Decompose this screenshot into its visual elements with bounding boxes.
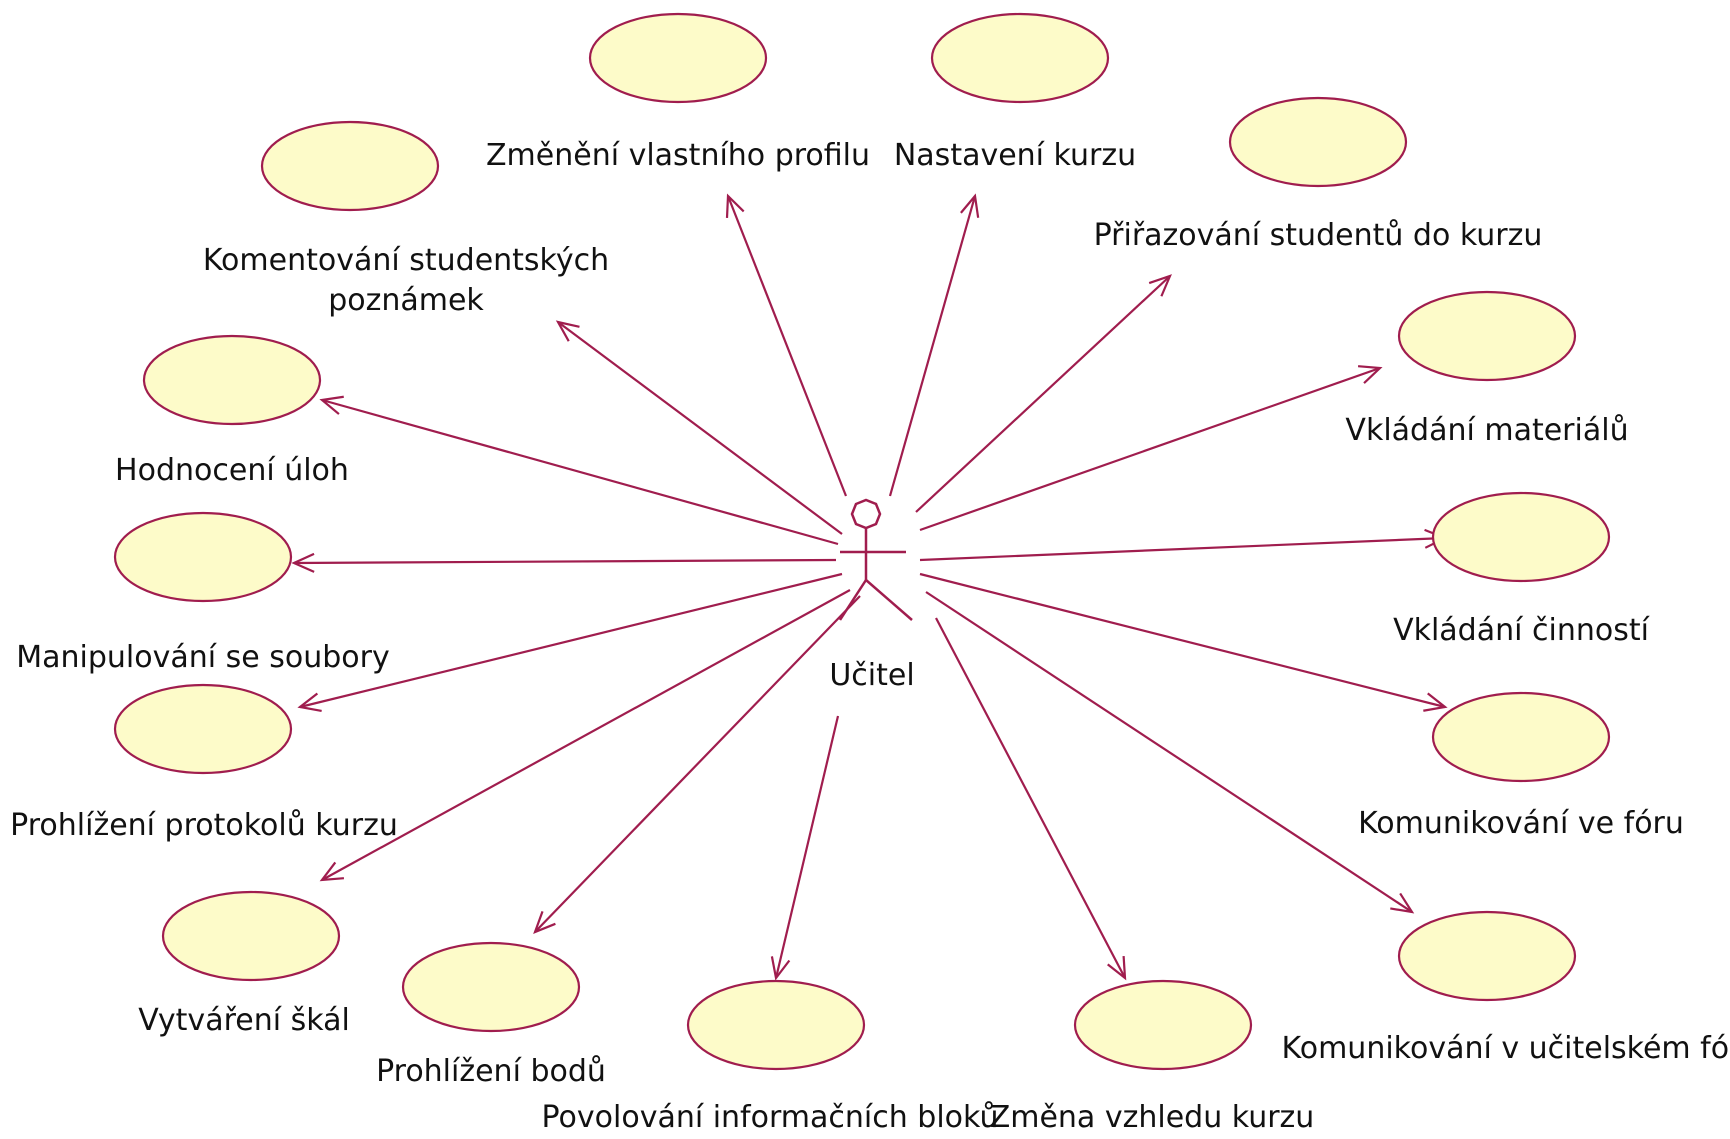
label-line: Vytváření škál xyxy=(138,1003,350,1038)
arrowhead-povolovani-bloku xyxy=(770,956,791,981)
use-case-prohlizeni-protokolu xyxy=(113,683,293,775)
use-case-labels: Změnění vlastního profilu Nastavení kurzu… xyxy=(10,138,1730,1135)
arrowhead-prohlizeni-bodu xyxy=(533,910,556,934)
association-zmeneni-vlastniho-profilu xyxy=(726,195,848,497)
use-case-prirazovani-studentu xyxy=(1228,96,1408,188)
actor-left-leg xyxy=(838,579,868,621)
use-case-povolovani-bloku xyxy=(686,979,866,1071)
association-vkladani-materialu xyxy=(919,366,1381,532)
use-case-manipulovani-se-soubory xyxy=(113,511,293,603)
label-prohlizeni-protokolu: Prohlížení protokolů kurzu xyxy=(10,808,398,843)
label-hodnoceni-uloh: Hodnocení úloh xyxy=(115,453,349,488)
use-case-komentovani-poznamek xyxy=(260,120,440,212)
association-komunikovani-ve-foru xyxy=(919,572,1446,709)
label-line: Prohlížení bodů xyxy=(376,1054,606,1089)
use-case-komunikovani-ucitelske-forum xyxy=(1397,910,1577,1002)
label-komentovani-poznamek: Komentování studentských poznámek xyxy=(203,243,609,318)
use-case-zmena-vzhledu xyxy=(1073,979,1253,1071)
arrowhead-zmeneni-vlastniho-profilu xyxy=(725,193,745,219)
label-line: Prohlížení protokolů kurzu xyxy=(10,808,398,843)
label-vkladani-materialu: Vkládání materiálů xyxy=(1345,413,1628,448)
arrowhead-komentovani-poznamek xyxy=(555,320,580,342)
label-line: Hodnocení úloh xyxy=(115,453,349,488)
label-line: Komentování studentských xyxy=(203,243,609,278)
association-manipulovani-se-soubory xyxy=(293,558,837,565)
label-nastaveni-kurzu: Nastavení kurzu xyxy=(894,138,1136,173)
association-hodnoceni-uloh xyxy=(321,398,839,546)
association-prirazovani-studentu xyxy=(915,275,1171,513)
arrowhead-prohlizeni-protokolu xyxy=(297,692,322,713)
arrowhead-komunikovani-ve-foru xyxy=(1423,692,1448,712)
label-povolovani-bloku: Povolování informačních bloků xyxy=(542,1100,999,1135)
actor-label: Učitel xyxy=(829,658,914,693)
use-case-vkladani-cinnosti xyxy=(1431,491,1611,583)
use-case-nastaveni-kurzu xyxy=(930,12,1110,104)
arrowhead-manipulovani-se-soubory xyxy=(291,552,315,573)
label-zmeneni-vlastniho-profilu: Změnění vlastního profilu xyxy=(486,138,870,173)
label-line: Nastavení kurzu xyxy=(894,138,1136,173)
association-prohlizeni-protokolu xyxy=(299,572,843,709)
association-komentovani-poznamek xyxy=(557,321,843,535)
arrowhead-zmena-vzhledu xyxy=(1107,955,1127,981)
association-nastaveni-kurzu xyxy=(888,195,977,497)
label-line: Povolování informačních bloků xyxy=(542,1100,999,1135)
label-line: Změnění vlastního profilu xyxy=(486,138,870,173)
association-vytvareni-skal xyxy=(321,589,851,881)
use-case-vkladani-materialu xyxy=(1397,290,1577,382)
label-line: Přiřazování studentů do kurzu xyxy=(1094,218,1543,253)
use-case-ellipses xyxy=(113,12,1611,1071)
association-zmena-vzhledu xyxy=(935,617,1126,979)
arrowhead-nastaveni-kurzu xyxy=(960,193,980,218)
label-prohlizeni-bodu: Prohlížení bodů xyxy=(376,1054,606,1089)
label-prirazovani-studentu: Přiřazování studentů do kurzu xyxy=(1094,218,1543,253)
label-zmena-vzhledu: Změna vzhledu kurzu xyxy=(990,1100,1315,1135)
association-komunikovani-ucitelske-forum xyxy=(925,591,1413,913)
arrowhead-hodnoceni-uloh xyxy=(319,395,344,415)
use-case-prohlizeni-bodu xyxy=(401,941,581,1033)
label-line: Změna vzhledu kurzu xyxy=(990,1100,1315,1135)
association-vkladani-cinnosti xyxy=(919,536,1446,562)
use-case-vytvareni-skal xyxy=(161,890,341,982)
actor-head xyxy=(850,498,882,530)
arrowhead-vytvareni-skal xyxy=(319,861,345,882)
label-line: Komunikování ve fóru xyxy=(1358,806,1684,841)
label-komunikovani-ve-foru: Komunikování ve fóru xyxy=(1358,806,1684,841)
label-line: Komunikování v učitelském fóru xyxy=(1282,1031,1730,1066)
actor-ucitel: Učitel xyxy=(829,498,915,693)
label-line: Manipulování se soubory xyxy=(16,640,390,675)
actor-right-leg xyxy=(865,579,913,621)
label-komunikovani-ucitelske-forum: Komunikování v učitelském fóru xyxy=(1282,1031,1730,1066)
label-vytvareni-skal: Vytváření škál xyxy=(138,1003,350,1038)
association-prohlizeni-bodu xyxy=(534,595,861,933)
label-line: Vkládání činností xyxy=(1393,613,1651,648)
label-manipulovani-se-soubory: Manipulování se soubory xyxy=(16,640,390,675)
label-vkladani-cinnosti: Vkládání činností xyxy=(1393,613,1651,648)
label-line: Vkládání materiálů xyxy=(1345,413,1628,448)
arrowhead-komunikovani-ucitelske-forum xyxy=(1390,892,1415,914)
arrowhead-prirazovani-studentu xyxy=(1148,274,1172,297)
arrowhead-vkladani-materialu xyxy=(1357,365,1383,384)
associations xyxy=(291,193,1448,981)
label-line: poznámek xyxy=(328,283,484,318)
use-case-hodnoceni-uloh xyxy=(142,334,322,426)
use-case-zmeneni-vlastniho-profilu xyxy=(588,12,768,104)
association-povolovani-bloku xyxy=(774,715,840,979)
use-case-komunikovani-ve-foru xyxy=(1431,691,1611,783)
